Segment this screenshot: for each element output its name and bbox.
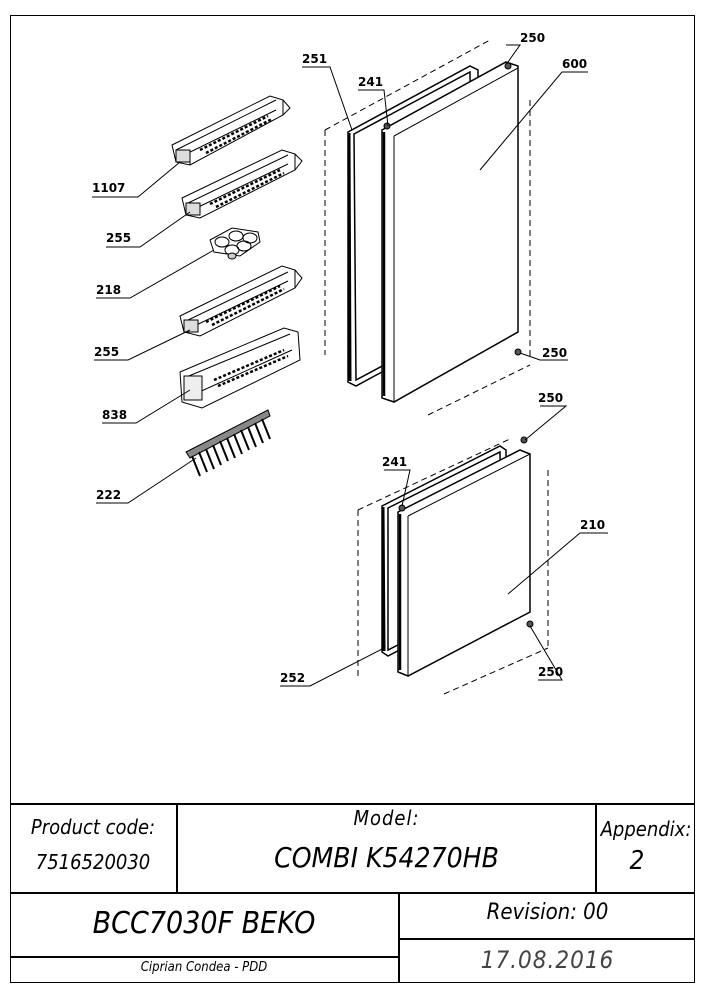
label-838: 838 — [102, 408, 127, 422]
title-block-revision-rule — [398, 938, 695, 940]
label-1107: 1107 — [92, 181, 125, 195]
lower-door-assembly — [357, 436, 549, 695]
label-250-top: 250 — [520, 31, 545, 45]
label-250-lower-top: 250 — [538, 391, 563, 405]
appendix-value: 2 — [629, 846, 645, 876]
label-241-lower: 241 — [382, 455, 407, 469]
label-222: 222 — [96, 488, 121, 502]
title-block-divider-bottom — [398, 892, 400, 983]
title-block-mid-rule — [10, 892, 695, 894]
appendix-label: Appendix: — [600, 817, 692, 841]
title-block-top-rule — [10, 803, 695, 805]
door-shelf-255-lower — [179, 265, 303, 337]
exploded-parts-drawing: 1107 255 218 255 838 222 251 241 250 600… — [92, 31, 608, 695]
drawing-sheet — [10, 15, 695, 983]
brand-model: BCC7030F BEKO — [92, 906, 316, 941]
product-code-value: 7516520030 — [35, 850, 151, 874]
title-block-divider-left — [176, 803, 178, 892]
upper-door-assembly — [324, 39, 531, 416]
label-255-upper: 255 — [106, 231, 131, 245]
model-value: COMBI K54270HB — [274, 841, 499, 874]
author: Ciprian Condea - PDD — [140, 960, 268, 975]
bottle-shelf-838 — [179, 327, 301, 409]
label-250-upper-bottom: 250 — [542, 346, 567, 360]
door-shelf-255-upper — [181, 149, 303, 219]
label-252: 252 — [280, 671, 305, 685]
date: 17.08.2016 — [480, 946, 615, 974]
leader-lines — [92, 44, 608, 687]
product-code-label: Product code: — [30, 815, 156, 839]
title-block-divider-right — [595, 803, 597, 892]
bottle-holder-222 — [185, 409, 271, 477]
label-251: 251 — [302, 52, 327, 66]
door-shelf-1107 — [171, 95, 291, 166]
model-label: Model: — [353, 806, 420, 830]
label-250-bottom: 250 — [538, 665, 563, 679]
label-255-lower: 255 — [94, 345, 119, 359]
revision: Revision: 00 — [486, 900, 609, 925]
title-block-author-rule — [10, 956, 398, 958]
label-210: 210 — [580, 518, 605, 532]
egg-tray-218 — [209, 227, 261, 260]
label-600: 600 — [562, 57, 587, 71]
label-218: 218 — [96, 283, 121, 297]
label-241-upper: 241 — [358, 75, 383, 89]
